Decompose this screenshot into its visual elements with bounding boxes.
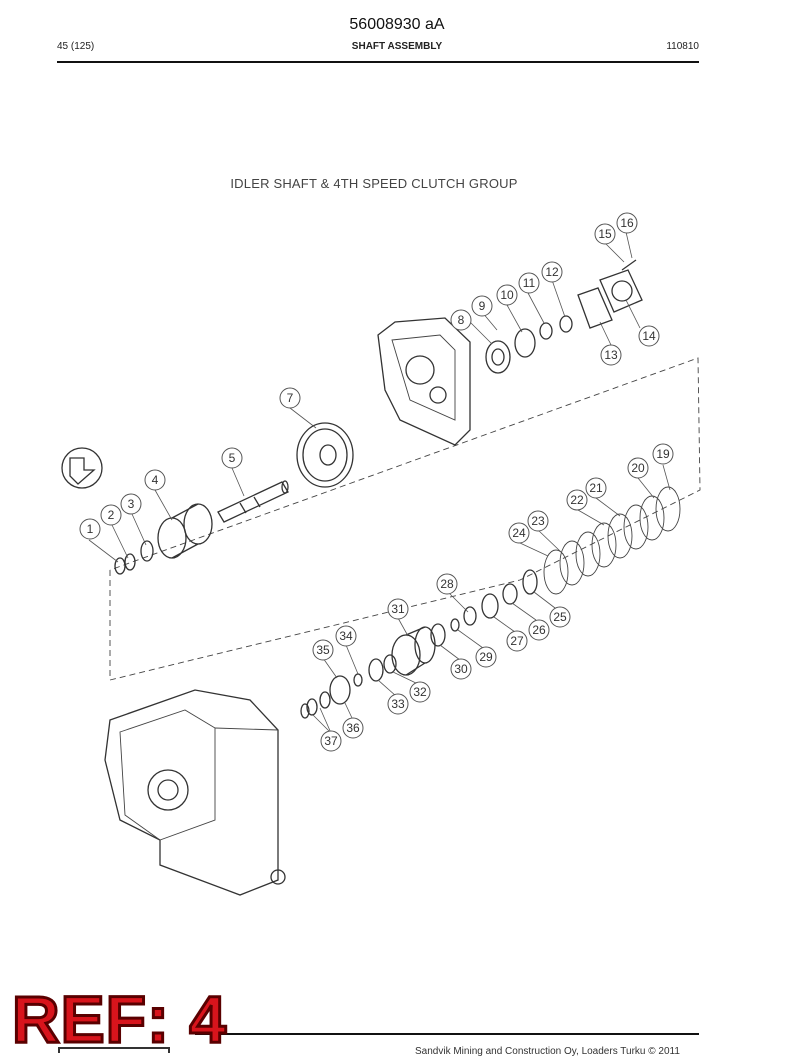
svg-text:26: 26 (532, 623, 546, 637)
callout-16: 16 (616, 212, 638, 234)
gear-part-7 (296, 422, 354, 488)
callout-28: 28 (436, 573, 458, 595)
shaft-part-5 (217, 480, 289, 523)
section-title: SHAFT ASSEMBLY (351, 41, 443, 52)
diagram-title: IDLER SHAFT & 4TH SPEED CLUTCH GROUP (230, 176, 518, 191)
svg-text:36: 36 (346, 721, 360, 735)
cover-parts-13-16 (577, 259, 643, 329)
callout-22: 22 (566, 489, 588, 511)
svg-text:35: 35 (316, 643, 330, 657)
callout-4: 4 (144, 469, 166, 491)
callout-13: 13 (600, 344, 622, 366)
callout-37: 37 (320, 730, 342, 752)
callout-12: 12 (541, 261, 563, 283)
hub-part-31 (391, 626, 436, 676)
ref-stamp: REF: 4 (10, 982, 228, 1056)
callout-30: 30 (450, 658, 472, 680)
callout-23: 23 (527, 510, 549, 532)
svg-text:34: 34 (339, 629, 353, 643)
svg-text:21: 21 (589, 481, 603, 495)
leader-lines (88, 231, 671, 734)
callout-24: 24 (508, 522, 530, 544)
svg-text:37: 37 (324, 734, 338, 748)
header-divider (57, 61, 699, 63)
svg-text:31: 31 (391, 602, 405, 616)
clutch-disc-pack (543, 486, 681, 595)
callout-2: 2 (100, 504, 122, 526)
svg-text:32: 32 (413, 685, 427, 699)
callout-1: 1 (79, 518, 101, 540)
svg-text:27: 27 (510, 634, 524, 648)
callout-34: 34 (335, 625, 357, 647)
callout-3: 3 (120, 493, 142, 515)
callout-20: 20 (627, 457, 649, 479)
svg-text:5: 5 (229, 451, 236, 465)
callout-36: 36 (342, 717, 364, 739)
gearbox-housing (104, 689, 286, 896)
callout-26: 26 (528, 619, 550, 641)
callout-7: 7 (279, 387, 301, 409)
svg-text:13: 13 (604, 348, 618, 362)
svg-text:33: 33 (391, 697, 405, 711)
svg-text:10: 10 (500, 288, 514, 302)
callout-25: 25 (549, 606, 571, 628)
callout-31: 31 (387, 598, 409, 620)
svg-text:28: 28 (440, 577, 454, 591)
stamp-underline (58, 1047, 170, 1053)
svg-text:9: 9 (479, 299, 486, 313)
svg-text:4: 4 (152, 473, 159, 487)
svg-text:22: 22 (570, 493, 584, 507)
svg-text:2: 2 (108, 508, 115, 522)
svg-text:7: 7 (287, 391, 294, 405)
svg-text:1: 1 (87, 522, 94, 536)
svg-text:3: 3 (128, 497, 135, 511)
svg-text:25: 25 (553, 610, 567, 624)
callout-35: 35 (312, 639, 334, 661)
rings-32-37 (300, 654, 397, 719)
callout-27: 27 (506, 630, 528, 652)
bearing-parts-8-12 (485, 315, 573, 374)
svg-text:19: 19 (656, 447, 670, 461)
svg-text:23: 23 (531, 514, 545, 528)
callout-33: 33 (387, 693, 409, 715)
svg-text:8: 8 (458, 313, 465, 327)
callout-10: 10 (496, 284, 518, 306)
svg-text:24: 24 (512, 526, 526, 540)
svg-text:15: 15 (598, 227, 612, 241)
housing-plate (377, 317, 471, 446)
svg-text:20: 20 (631, 461, 645, 475)
callout-32: 32 (409, 681, 431, 703)
footer-divider (195, 1033, 699, 1035)
rings-25-30 (430, 569, 538, 647)
callout-19: 19 (652, 443, 674, 465)
callout-8: 8 (450, 309, 472, 331)
callout-29: 29 (475, 646, 497, 668)
callout-5: 5 (221, 447, 243, 469)
bearing-part-4 (157, 503, 213, 559)
date-code: 110810 (666, 41, 699, 52)
svg-text:16: 16 (620, 216, 634, 230)
rings-1-2-3 (114, 540, 154, 575)
document-number: 56008930 aA (349, 16, 445, 33)
callout-14: 14 (638, 325, 660, 347)
svg-text:11: 11 (523, 276, 536, 290)
callout-21: 21 (585, 477, 607, 499)
callout-11: 11 (518, 272, 540, 294)
footer-company: Sandvik Mining and Construction Oy, Load… (415, 1046, 680, 1057)
page-number: 45 (125) (57, 41, 95, 52)
callout-15: 15 (594, 223, 616, 245)
assembly-path-dashed (109, 357, 701, 681)
reference-symbol (61, 447, 103, 489)
svg-text:14: 14 (642, 329, 656, 343)
callout-9: 9 (471, 295, 493, 317)
svg-text:12: 12 (545, 265, 559, 279)
svg-text:29: 29 (479, 650, 493, 664)
svg-text:30: 30 (454, 662, 468, 676)
